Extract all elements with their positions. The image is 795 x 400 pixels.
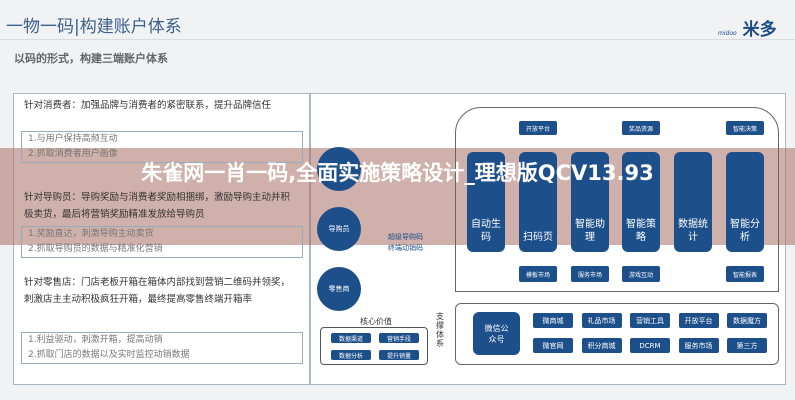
support-item: 礼品市场 — [581, 313, 622, 328]
page-title: 一物一码|构建账户体系 — [6, 17, 182, 37]
core-box — [320, 327, 428, 365]
support-item: 开放平台 — [678, 313, 719, 328]
wechat-box: 微信公众号 — [473, 312, 520, 355]
point: 1.奖励直达，刺激导购主动卖货 — [28, 229, 154, 239]
support-item: 微商城 — [533, 313, 573, 328]
subtitle: 以码的形式，构建三端账户体系 — [14, 52, 168, 65]
retail-points: 1.利益驱动，刺激开箱，提高动销 2.抓取门店的数据以及实时监控动销数据 — [21, 332, 303, 364]
core-title: 核心价值 — [360, 317, 392, 326]
top-tag: 智能决策 — [726, 121, 764, 135]
module-column: 智能策略 — [622, 152, 660, 252]
support-item: 微官网 — [533, 338, 573, 353]
platform-box — [455, 107, 779, 292]
code-label: 终端动销码 — [388, 244, 423, 252]
module-column: 自动生码 — [467, 152, 505, 252]
logo-text: 米多 — [742, 20, 777, 40]
support-item: 服务市场 — [678, 338, 719, 353]
under-tag: 游戏互动 — [622, 266, 660, 282]
logo-sub: midoo — [718, 30, 737, 37]
support-box — [455, 303, 779, 365]
core-tag: 数据渠道 — [331, 333, 371, 343]
support-item: 第三方 — [727, 338, 767, 353]
under-tag: 智能报表 — [726, 266, 764, 282]
code-label: 超级导购码 — [388, 233, 423, 241]
under-tag: 服务市场 — [571, 266, 609, 282]
overlay-banner — [0, 148, 795, 245]
support-item: 营销工具 — [630, 313, 670, 328]
point: 2.抓取门店的数据以及实时监控动销数据 — [28, 350, 190, 360]
guide-heading: 针对导购员：导购奖励与消费者奖励相捆绑，激励导购主动并积极卖货，最后将营销奖励精… — [24, 192, 291, 220]
consumer-points: 1.与用户保持高频互动 2.抓取消费者用户画像 — [21, 131, 303, 163]
consumer-heading: 针对消费者：加强品牌与消费者的紧密联系，提升品牌信任 — [24, 100, 272, 111]
module-column: 扫码页 — [519, 152, 557, 252]
point: 1.利益驱动，刺激开箱，提高动销 — [28, 335, 163, 345]
under-tag: 模板市场 — [519, 266, 557, 282]
support-item: 数据魔方 — [727, 313, 767, 328]
top-tag: 开放平台 — [519, 121, 557, 135]
core-tag: 提升销量 — [379, 350, 419, 360]
guide-circle: 导购员 — [317, 207, 361, 251]
core-tag: 数据分析 — [331, 350, 371, 360]
point: 1.与用户保持高频互动 — [28, 134, 118, 144]
logo: midoo 米多 — [718, 15, 777, 40]
module-column: 智能助理 — [571, 152, 609, 252]
guide-points: 1.奖励直达，刺激导购主动卖货 2.抓取导购员的数据与精准化营销 — [21, 226, 303, 258]
point: 2.抓取消费者用户画像 — [28, 149, 118, 159]
consumer-circle — [317, 147, 361, 191]
retail-heading: 针对零售店：门店老板开箱在箱体内部找到营销二维码并领奖，刺激店主主动积极疯狂开箱… — [24, 277, 291, 305]
module-column: 智能分析 — [726, 152, 764, 252]
core-tag: 营销手段 — [379, 333, 419, 343]
support-item: 积分商城 — [581, 338, 622, 353]
retail-circle: 零售商 — [317, 267, 361, 311]
divider — [0, 39, 795, 40]
module-column: 数据统计 — [674, 152, 712, 252]
top-tag: 奖品资源 — [622, 121, 660, 135]
support-item: DCRM — [630, 338, 670, 353]
point: 2.抓取导购员的数据与精准化营销 — [28, 244, 163, 254]
support-label: 支撑体系 — [436, 312, 444, 348]
